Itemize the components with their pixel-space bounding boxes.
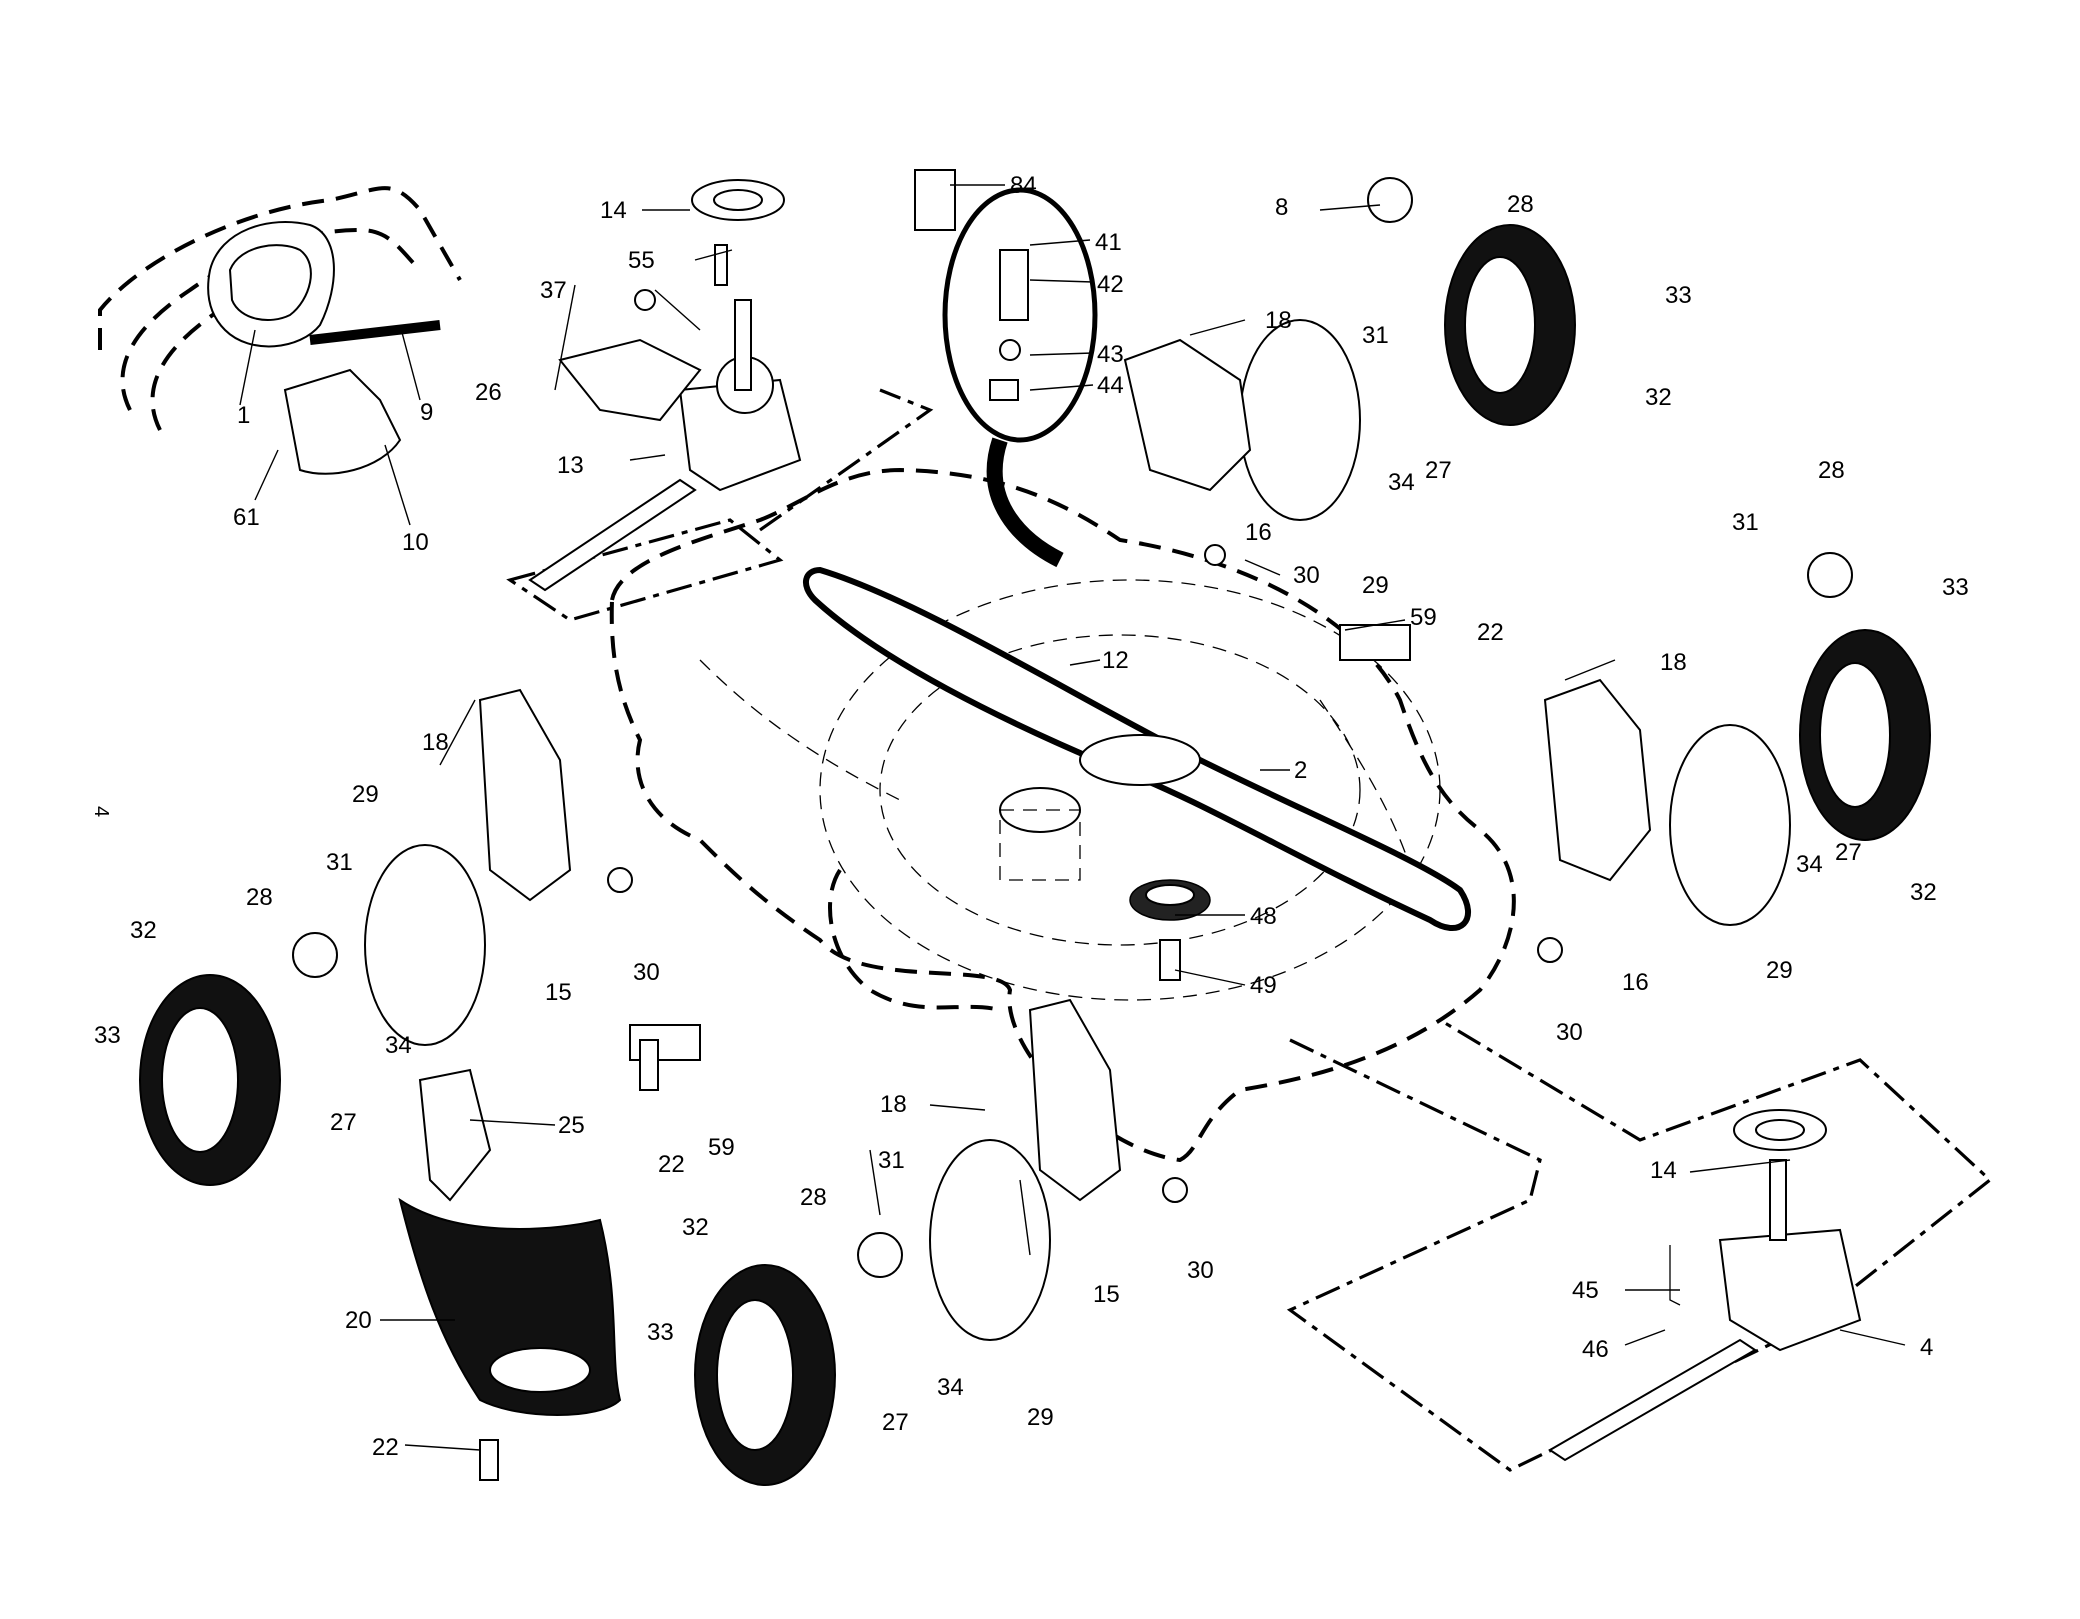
callout-46: 46 <box>1582 1336 1609 1363</box>
wheel-rear-left <box>694 998 1122 1486</box>
callout-15b: 15 <box>545 979 572 1006</box>
callout-15: 15 <box>1093 1281 1120 1308</box>
callout-32c: 32 <box>130 917 157 944</box>
callout-32d: 32 <box>682 1214 709 1241</box>
callout-30b: 30 <box>1556 1019 1583 1046</box>
callout-28: 28 <box>1507 191 1534 218</box>
callout-84: 84 <box>1010 172 1037 199</box>
callout-59b: 59 <box>708 1134 735 1161</box>
callout-28d: 28 <box>800 1184 827 1211</box>
page-number: 4 <box>90 806 112 817</box>
transmission-upper <box>506 179 934 622</box>
handle-assembly <box>98 186 462 475</box>
callout-18c: 18 <box>422 729 449 756</box>
callout-33: 33 <box>1665 282 1692 309</box>
callout-2: 2 <box>1294 757 1307 784</box>
callout-61: 61 <box>233 504 260 531</box>
callout-10: 10 <box>402 529 429 556</box>
drive-belt <box>803 566 1472 932</box>
callout-29b: 29 <box>1766 957 1793 984</box>
callout-34d: 34 <box>937 1374 964 1401</box>
callout-27b: 27 <box>1835 839 1862 866</box>
callout-32: 32 <box>1645 384 1672 411</box>
callout-59: 59 <box>1410 604 1437 631</box>
hardware-parts <box>479 544 1563 1481</box>
wheel-front-right <box>1543 552 1931 926</box>
callout-9: 9 <box>420 399 433 426</box>
callout-14: 14 <box>600 197 627 224</box>
callout-28c: 28 <box>246 884 273 911</box>
callout-31: 31 <box>1362 322 1389 349</box>
callout-27: 27 <box>1425 457 1452 484</box>
callout-28b: 28 <box>1818 457 1845 484</box>
callout-29: 29 <box>1362 572 1389 599</box>
callout-41: 41 <box>1095 229 1122 256</box>
callout-55: 55 <box>628 247 655 274</box>
callout-33c: 33 <box>94 1022 121 1049</box>
callout-34: 34 <box>1388 469 1415 496</box>
callout-25: 25 <box>558 1112 585 1139</box>
wheel-front-left <box>139 688 572 1186</box>
callout-12: 12 <box>1102 647 1129 674</box>
callout-8: 8 <box>1275 194 1288 221</box>
callout-27c: 27 <box>330 1109 357 1136</box>
leader-lines <box>239 184 1906 1451</box>
transmission-lower <box>1286 1018 1993 1472</box>
callout-30d: 30 <box>1187 1257 1214 1284</box>
callout-27d: 27 <box>882 1409 909 1436</box>
callout-18d: 18 <box>880 1091 907 1118</box>
callout-13: 13 <box>557 452 584 479</box>
callout-31c: 31 <box>326 849 353 876</box>
callout-31d: 31 <box>878 1147 905 1174</box>
callout-18b: 18 <box>1660 649 1687 676</box>
callout-42: 42 <box>1097 271 1124 298</box>
callout-49: 49 <box>1250 972 1277 999</box>
oil-fill-assembly <box>914 169 1098 568</box>
rear-deflector <box>398 1068 622 1416</box>
callout-37: 37 <box>540 277 567 304</box>
callout-43: 43 <box>1097 341 1124 368</box>
callout-30c: 30 <box>633 959 660 986</box>
wheel-rear-right <box>1123 177 1576 521</box>
callout-44: 44 <box>1097 372 1124 399</box>
callout-32b: 32 <box>1910 879 1937 906</box>
callout-14b: 14 <box>1650 1157 1677 1184</box>
callout-33d: 33 <box>647 1319 674 1346</box>
callout-31b: 31 <box>1732 509 1759 536</box>
callout-4: 4 <box>1920 1334 1933 1361</box>
callout-1: 1 <box>237 402 250 429</box>
callout-22c: 22 <box>372 1434 399 1461</box>
callout-18: 18 <box>1265 307 1292 334</box>
callout-22b: 22 <box>658 1151 685 1178</box>
callout-45: 45 <box>1572 1277 1599 1304</box>
callout-16b: 16 <box>1622 969 1649 996</box>
callout-16: 16 <box>1245 519 1272 546</box>
callout-29d: 29 <box>1027 1404 1054 1431</box>
callout-30: 30 <box>1293 562 1320 589</box>
callout-29c: 29 <box>352 781 379 808</box>
callout-22: 22 <box>1477 619 1504 646</box>
callout-33b: 33 <box>1942 574 1969 601</box>
idler-pulley <box>1129 879 1211 981</box>
callout-48: 48 <box>1250 903 1277 930</box>
callout-20: 20 <box>345 1307 372 1334</box>
callout-34c: 34 <box>385 1032 412 1059</box>
callout-26: 26 <box>475 379 502 406</box>
callout-34b: 34 <box>1796 851 1823 878</box>
callout-labels: 1 2 4 8 9 10 12 13 14 14 15 15 16 16 18 … <box>94 172 1969 1461</box>
